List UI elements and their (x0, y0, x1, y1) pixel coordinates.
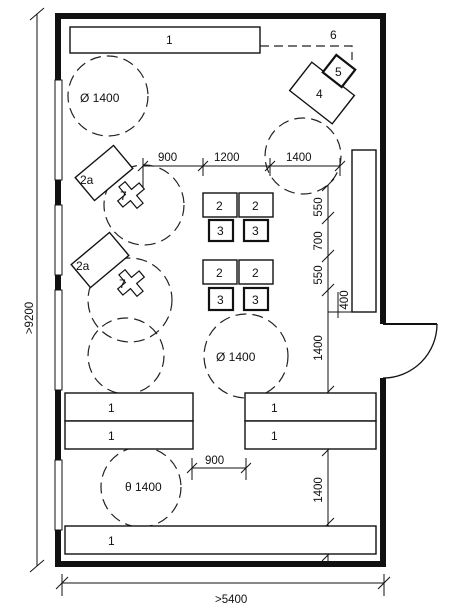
table-2-upper-right (238, 192, 274, 218)
chair-3-lower-right-label: 3 (252, 293, 259, 307)
chair-3-lower-left-label: 3 (217, 293, 224, 307)
bench-left-upper (64, 392, 194, 422)
upper-dimension-chain (137, 158, 346, 188)
bench-right-lower-label: 1 (271, 429, 278, 443)
dim-400: 400 (339, 290, 351, 309)
door (382, 323, 438, 379)
turning-circle-top-left-label: Ø 1400 (80, 91, 120, 105)
chair-3-lower-left (207, 286, 235, 312)
cabinet-4-label: 4 (316, 87, 323, 101)
table-2a-lower (70, 231, 130, 289)
dim-1400-upper: 1400 (286, 152, 312, 164)
bench-top (69, 26, 261, 54)
overall-width-label: >5400 (215, 594, 247, 606)
dim-550-upper: 550 (313, 197, 325, 216)
turning-circle-center (203, 313, 289, 399)
turning-circle-left-b (87, 257, 173, 343)
bench-bottom (64, 525, 377, 555)
chair-3-upper-left-label: 3 (217, 224, 224, 238)
cabinet-5 (321, 53, 357, 89)
turning-circle-top-left (67, 55, 149, 137)
equipment-label: 6 (330, 28, 337, 42)
dim-900-lower: 900 (205, 455, 224, 467)
table-2a-lower-label: 2a (76, 259, 90, 273)
table-2a-upper (74, 144, 134, 202)
dim-1400-vertical-upper: 1400 (313, 335, 325, 361)
lower-dimension-900 (186, 458, 252, 480)
cabinet-5-label: 5 (335, 65, 342, 79)
center-group-upper: 2 2 3 3 (202, 192, 274, 243)
overall-length-label: >9200 (24, 302, 36, 334)
stool-7-lower-label: 7 (119, 277, 126, 291)
bench-right-upper-label: 1 (271, 401, 278, 415)
window-left-1 (54, 79, 63, 181)
equipment-link-dashed (260, 45, 353, 60)
bench-row-left: 1 1 (64, 392, 194, 450)
dim-700: 700 (313, 231, 325, 250)
bench-top-label: 1 (166, 33, 173, 47)
door-swing-arc (382, 323, 438, 379)
table-2a-upper-label: 2a (80, 173, 94, 187)
dim-1400-vertical-lower: 1400 (313, 477, 325, 503)
table-2-upper-left-label: 2 (216, 199, 223, 213)
bench-row-right: 1 1 (244, 392, 377, 450)
chair-3-upper-right-label: 3 (252, 224, 259, 238)
center-group-lower: 2 2 3 3 (202, 259, 274, 312)
window-left-2 (54, 204, 63, 276)
stool-7-upper-label: 7 (120, 189, 127, 203)
window-left-4 (54, 459, 63, 531)
table-2-lower-left (202, 259, 238, 285)
stool-7-upper (116, 180, 146, 210)
room-walls (54, 13, 386, 567)
table-2-lower-right-label: 2 (252, 266, 259, 280)
turning-circle-bottom-label: θ 1400 (125, 480, 162, 494)
turning-circle-top-right (264, 117, 342, 195)
right-side-cabinet (351, 149, 377, 313)
chair-3-upper-left (207, 218, 235, 243)
window-left-3 (54, 289, 63, 391)
stool-7-lower (116, 268, 146, 298)
bench-bottom-label: 1 (108, 534, 115, 548)
table-2-lower-right (238, 259, 274, 285)
bench-left-upper-label: 1 (108, 401, 115, 415)
table-2-lower-left-label: 2 (216, 266, 223, 280)
bench-left-lower-label: 1 (108, 429, 115, 443)
overall-dimension-lines (29, 7, 391, 596)
dim-1200-upper: 1200 (214, 152, 240, 164)
dim-550-lower: 550 (313, 265, 325, 284)
dim-900-upper: 900 (158, 152, 177, 164)
table-2-upper-right-label: 2 (252, 199, 259, 213)
bench-right-lower (244, 420, 377, 450)
chair-3-lower-right (242, 286, 270, 312)
bench-left-lower (64, 420, 194, 450)
chair-3-upper-right (242, 218, 270, 243)
table-2-upper-left (202, 192, 238, 218)
turning-circle-center-label: Ø 1400 (216, 350, 256, 364)
turning-circle-left-c (87, 317, 165, 395)
bench-right-upper (244, 392, 377, 422)
